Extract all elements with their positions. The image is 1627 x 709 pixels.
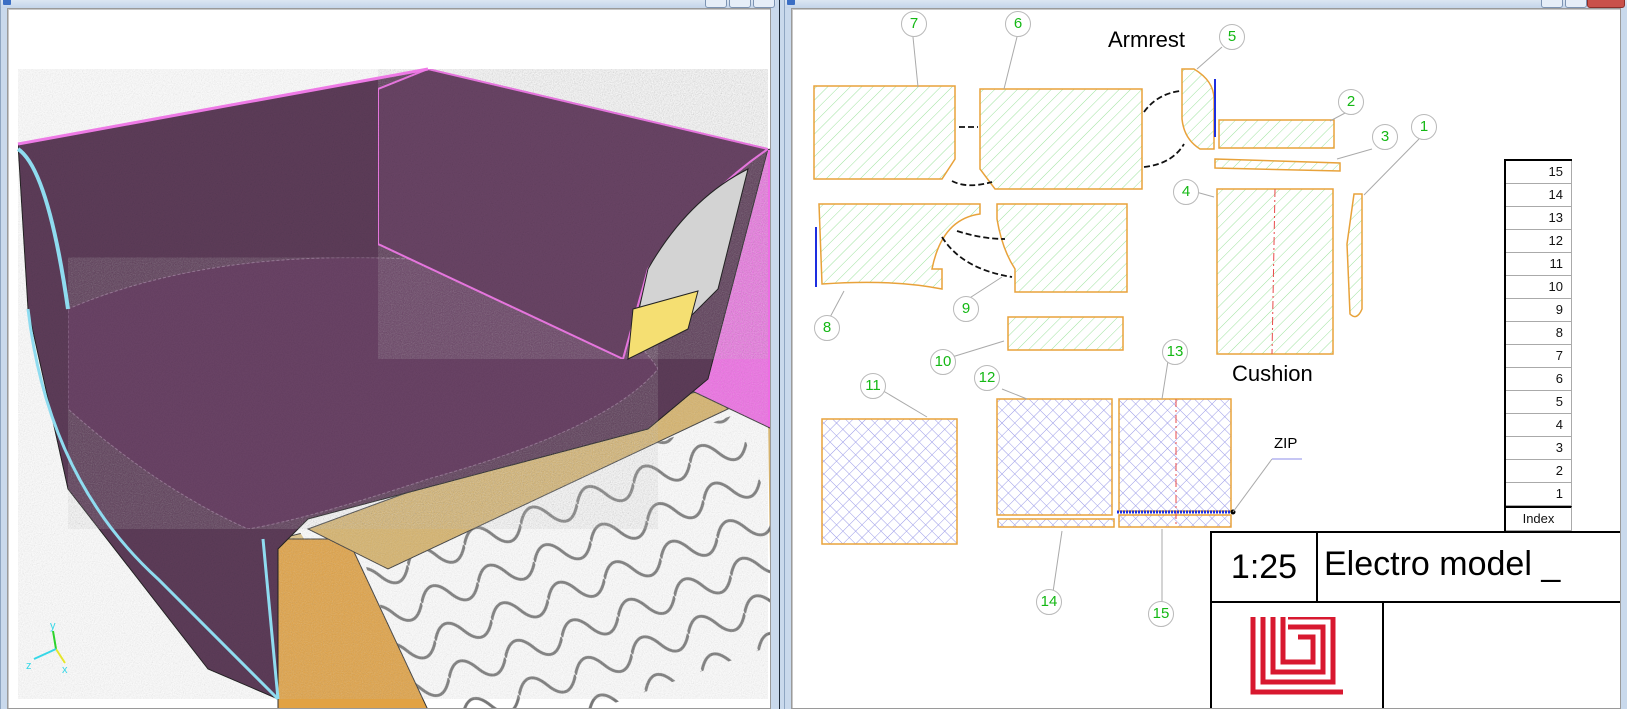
app-icon bbox=[3, 0, 11, 5]
index-row: 2 bbox=[1506, 460, 1572, 483]
title-block-blank-cell bbox=[1384, 603, 1620, 708]
index-table: 15 14 13 12 11 10 9 8 7 6 5 4 3 2 1 Inde… bbox=[1504, 159, 1572, 531]
index-row: 4 bbox=[1506, 414, 1572, 437]
index-header: Index bbox=[1506, 506, 1572, 531]
balloon-10[interactable]: 10 bbox=[930, 349, 956, 375]
index-row: 6 bbox=[1506, 368, 1572, 391]
svg-text:z: z bbox=[26, 660, 32, 672]
zip-label: ZIP bbox=[1274, 435, 1298, 452]
axis-triad-icon: y x z bbox=[26, 620, 68, 676]
svg-text:y: y bbox=[50, 620, 56, 632]
balloon-5[interactable]: 5 bbox=[1219, 24, 1245, 50]
cushion-label: Cushion bbox=[1232, 361, 1313, 386]
company-logo-icon bbox=[1250, 617, 1343, 695]
balloon-6[interactable]: 6 bbox=[1005, 11, 1031, 37]
close-button[interactable] bbox=[753, 0, 775, 8]
balloon-15[interactable]: 15 bbox=[1148, 601, 1174, 627]
balloon-2[interactable]: 2 bbox=[1338, 89, 1364, 115]
balloon-1[interactable]: 1 bbox=[1411, 114, 1437, 140]
close-button[interactable] bbox=[1587, 0, 1625, 8]
minimize-button[interactable] bbox=[1541, 0, 1563, 8]
balloon-12[interactable]: 12 bbox=[974, 365, 1000, 391]
balloon-9[interactable]: 9 bbox=[953, 296, 979, 322]
model-name: Electro model _ bbox=[1318, 533, 1620, 603]
index-row: 10 bbox=[1506, 276, 1572, 299]
index-row: 14 bbox=[1506, 184, 1572, 207]
index-row: 13 bbox=[1506, 207, 1572, 230]
pattern-pieces bbox=[813, 36, 1420, 606]
index-row: 3 bbox=[1506, 437, 1572, 460]
maximize-button[interactable] bbox=[1565, 0, 1587, 8]
title-bar[interactable] bbox=[1, 0, 777, 8]
balloon-13[interactable]: 13 bbox=[1162, 339, 1188, 365]
balloon-3[interactable]: 3 bbox=[1372, 124, 1398, 150]
balloon-14[interactable]: 14 bbox=[1036, 589, 1062, 615]
index-row: 8 bbox=[1506, 322, 1572, 345]
drawing-canvas[interactable]: Armrest Cushion ZIP 1 2 3 4 5 6 7 8 9 10… bbox=[791, 8, 1621, 709]
minimize-button[interactable] bbox=[705, 0, 727, 8]
pattern-drawing-window: Armrest Cushion ZIP 1 2 3 4 5 6 7 8 9 10… bbox=[784, 0, 1627, 709]
maximize-button[interactable] bbox=[729, 0, 751, 8]
index-row: 1 bbox=[1506, 483, 1572, 506]
index-row: 9 bbox=[1506, 299, 1572, 322]
3d-view-window: y x z bbox=[0, 0, 778, 709]
title-bar[interactable] bbox=[785, 0, 1627, 8]
balloon-7[interactable]: 7 bbox=[901, 11, 927, 37]
sofa-3d-model: y x z bbox=[16, 67, 770, 708]
index-row: 15 bbox=[1506, 161, 1572, 184]
svg-text:x: x bbox=[62, 664, 68, 676]
3d-viewport[interactable]: y x z bbox=[7, 8, 771, 709]
balloon-11[interactable]: 11 bbox=[860, 373, 886, 399]
title-block: 1:25 Electro model _ bbox=[1210, 531, 1620, 708]
index-row: 5 bbox=[1506, 391, 1572, 414]
index-row: 11 bbox=[1506, 253, 1572, 276]
scale-value: 1:25 bbox=[1212, 533, 1318, 603]
balloon-4[interactable]: 4 bbox=[1173, 179, 1199, 205]
balloon-8[interactable]: 8 bbox=[814, 315, 840, 341]
armrest-label: Armrest bbox=[1108, 27, 1185, 52]
pane-splitter[interactable] bbox=[776, 0, 784, 709]
index-row: 12 bbox=[1506, 230, 1572, 253]
company-logo-cell bbox=[1212, 603, 1384, 708]
index-row: 7 bbox=[1506, 345, 1572, 368]
app-icon bbox=[787, 0, 795, 5]
